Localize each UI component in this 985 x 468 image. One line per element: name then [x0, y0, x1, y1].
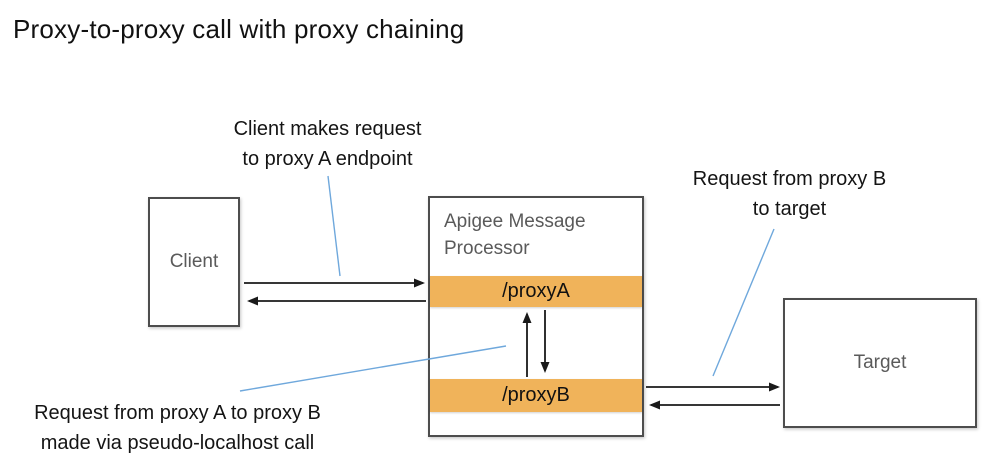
leader-target-annotation [712, 228, 775, 377]
annotation-proxyb-to-target-line2: to target [752, 198, 827, 220]
annotation-proxya-to-proxyb-line1: Request from proxy A to proxy B [34, 402, 321, 424]
client-box-label: Client [169, 251, 219, 272]
leader-client-annotation [327, 175, 341, 277]
diagram-title: Proxy-to-proxy call with proxy chaining [13, 14, 465, 44]
annotation-client-request-line1: Client makes request [233, 118, 422, 140]
proxy-b-bar-label: /proxyB [502, 384, 570, 406]
annotation-proxya-to-proxyb: Request from proxy A to proxy B made via… [15, 398, 340, 458]
target-box: Target [783, 298, 977, 428]
annotation-proxya-to-proxyb-line2: made via pseudo-localhost call [40, 432, 315, 454]
annotation-proxyb-to-target-line1: Request from proxy B [692, 168, 887, 190]
annotation-client-request-line2: to proxy A endpoint [242, 148, 413, 170]
annotation-proxyb-to-target: Request from proxy B to target [672, 164, 907, 224]
proxy-a-bar-label: /proxyA [502, 280, 570, 302]
apigee-message-processor-box: Apigee Message Processor /proxyA /proxyB [428, 196, 644, 437]
proxy-a-bar: /proxyA [430, 276, 642, 307]
annotation-client-request: Client makes request to proxy A endpoint [215, 114, 440, 174]
client-box: Client [148, 197, 240, 327]
target-box-label: Target [853, 352, 907, 373]
apigee-message-processor-label: Apigee Message Processor [444, 211, 586, 259]
proxy-b-bar: /proxyB [430, 379, 642, 412]
